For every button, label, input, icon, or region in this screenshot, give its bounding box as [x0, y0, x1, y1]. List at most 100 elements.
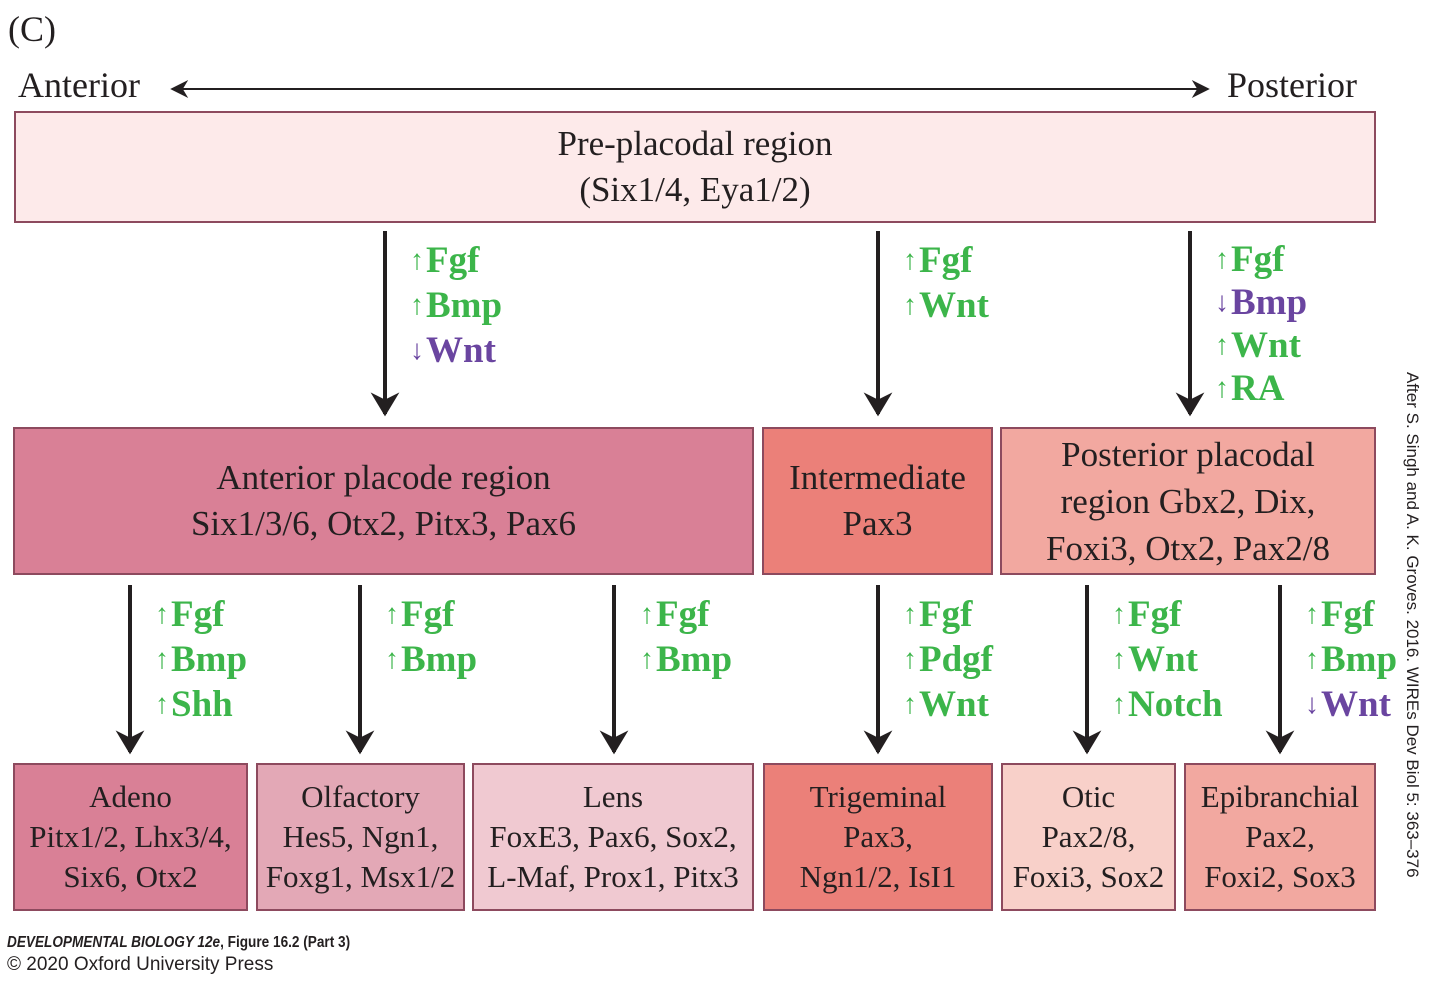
- signal-name: Fgf: [1128, 594, 1182, 635]
- signal-name: Fgf: [1231, 239, 1285, 280]
- box-anterior: Anterior placode region Six1/3/6, Otx2, …: [13, 427, 754, 575]
- panel-label: (C): [8, 9, 56, 49]
- up-arrow-icon: ↑: [1112, 599, 1126, 630]
- box-title: Olfactory: [301, 779, 420, 814]
- signal-fgf: ↑Fgf: [640, 592, 732, 637]
- up-arrow-icon: ↑: [385, 599, 399, 630]
- signal-bmp: ↑Bmp: [1305, 637, 1397, 682]
- signal-name: Bmp: [656, 639, 733, 680]
- signal-wnt: ↑Wnt: [1215, 324, 1307, 367]
- signal-name: Bmp: [426, 285, 503, 326]
- signal-ra: ↑RA: [1215, 367, 1307, 410]
- signal-name: Bmp: [401, 639, 478, 680]
- signal-name: Fgf: [1321, 594, 1375, 635]
- attribution: After S. Singh and A. K. Groves. 2016. W…: [1403, 372, 1422, 878]
- down-arrow-icon: ↓: [1305, 689, 1319, 720]
- box-line: Six6, Otx2: [63, 859, 198, 894]
- signal-name: Wnt: [1128, 639, 1198, 680]
- box-intermediate: Intermediate Pax3: [762, 427, 993, 575]
- signal-wnt: ↑Wnt: [1112, 637, 1223, 682]
- box-adeno: Adeno Pitx1/2, Lhx3/4, Six6, Otx2: [13, 763, 248, 911]
- signal-bmp: ↓Bmp: [1215, 281, 1307, 324]
- signal-name: Fgf: [401, 594, 455, 635]
- box-genes: Pax3: [842, 504, 913, 543]
- box-genes: (Six1/4, Eya1/2): [579, 170, 811, 209]
- box-line: Pitx1/2, Lhx3/4,: [29, 819, 232, 854]
- box-title: Otic: [1061, 779, 1116, 814]
- signals-to-otic: ↑Fgf↑Wnt↑Notch: [1112, 592, 1223, 727]
- signal-name: Fgf: [426, 240, 480, 281]
- signal-bmp: ↑Bmp: [155, 637, 247, 682]
- signals-to-lens: ↑Fgf↑Bmp: [640, 592, 732, 682]
- up-arrow-icon: ↑: [1215, 330, 1229, 361]
- signal-fgf: ↑Fgf: [410, 238, 502, 283]
- signal-name: Bmp: [1231, 282, 1308, 323]
- signals-to-intermediate: ↑Fgf↑Wnt: [903, 238, 989, 328]
- box-line: Pax2,: [1245, 819, 1315, 854]
- box-line: Foxg1, Msx1/2: [265, 859, 456, 894]
- signal-name: Shh: [171, 684, 233, 725]
- box-line: Hes5, Ngn1,: [282, 819, 439, 854]
- box-title: Adeno: [89, 779, 172, 814]
- box-line: L-Maf, Prox1, Pitx3: [487, 859, 739, 894]
- box-preplacodal: Pre-placodal region (Six1/4, Eya1/2): [14, 111, 1376, 223]
- up-arrow-icon: ↑: [903, 245, 917, 276]
- signal-name: Fgf: [171, 594, 225, 635]
- up-arrow-icon: ↑: [903, 644, 917, 675]
- signal-fgf: ↑Fgf: [385, 592, 477, 637]
- signal-bmp: ↑Bmp: [640, 637, 732, 682]
- box-line: Foxi2, Sox3: [1204, 859, 1356, 894]
- up-arrow-icon: ↑: [155, 644, 169, 675]
- box-epibranchial: Epibranchial Pax2, Foxi2, Sox3: [1184, 763, 1376, 911]
- signal-name: Notch: [1128, 684, 1223, 725]
- signals-to-posterior: ↑Fgf↓Bmp↑Wnt↑RA: [1215, 238, 1307, 410]
- signal-fgf: ↑Fgf: [903, 592, 993, 637]
- up-arrow-icon: ↑: [155, 599, 169, 630]
- signals-to-adeno: ↑Fgf↑Bmp↑Shh: [155, 592, 247, 727]
- up-arrow-icon: ↑: [640, 644, 654, 675]
- signals-to-anterior: ↑Fgf↑Bmp↓Wnt: [410, 238, 502, 373]
- box-line: Pax3,: [843, 819, 913, 854]
- up-arrow-icon: ↑: [1305, 599, 1319, 630]
- box-title: Pre-placodal region: [557, 124, 833, 163]
- box-otic: Otic Pax2/8, Foxi3, Sox2: [1001, 763, 1176, 911]
- footer: DEVELOPMENTAL BIOLOGY 12e, Figure 16.2 (…: [7, 934, 411, 976]
- box-title: Lens: [582, 779, 644, 814]
- signals-to-epibranchial: ↑Fgf↑Bmp↓Wnt: [1305, 592, 1397, 727]
- box-line: region Gbx2, Dix,: [1060, 481, 1316, 521]
- signals-to-olfactory: ↑Fgf↑Bmp: [385, 592, 477, 682]
- box-posterior: Posterior placodal region Gbx2, Dix, Fox…: [1000, 427, 1376, 575]
- signal-name: Wnt: [919, 684, 989, 725]
- signal-fgf: ↑Fgf: [903, 238, 989, 283]
- up-arrow-icon: ↑: [903, 599, 917, 630]
- box-title: Intermediate: [789, 458, 966, 497]
- signal-name: RA: [1231, 368, 1285, 409]
- up-arrow-icon: ↑: [640, 599, 654, 630]
- box-title: Epibranchial: [1200, 779, 1360, 814]
- signal-notch: ↑Notch: [1112, 682, 1223, 727]
- signals-to-trigeminal: ↑Fgf↑Pdgf↑Wnt: [903, 592, 993, 727]
- axis-label-posterior: Posterior: [1227, 65, 1357, 105]
- up-arrow-icon: ↑: [903, 689, 917, 720]
- signal-fgf: ↑Fgf: [1305, 592, 1397, 637]
- box-line: Foxi3, Sox2: [1012, 859, 1165, 894]
- signal-name: Wnt: [1231, 325, 1301, 366]
- signal-name: Bmp: [1321, 639, 1398, 680]
- signal-shh: ↑Shh: [155, 682, 247, 727]
- signal-wnt: ↓Wnt: [1305, 682, 1397, 727]
- down-arrow-icon: ↓: [410, 335, 424, 366]
- down-arrow-icon: ↓: [1215, 287, 1229, 318]
- box-line: Posterior placodal: [1061, 434, 1315, 474]
- footer-figure: , Figure 16.2 (Part 3): [220, 934, 351, 951]
- box-line: Pax2/8,: [1041, 819, 1136, 854]
- up-arrow-icon: ↑: [903, 290, 917, 321]
- up-arrow-icon: ↑: [1215, 244, 1229, 275]
- signal-pdgf: ↑Pdgf: [903, 637, 993, 682]
- up-arrow-icon: ↑: [385, 644, 399, 675]
- box-title: Anterior placode region: [216, 458, 551, 497]
- box-trigeminal: Trigeminal Pax3, Ngn1/2, IsI1: [763, 763, 993, 911]
- signal-name: Wnt: [426, 330, 496, 371]
- up-arrow-icon: ↑: [1305, 644, 1319, 675]
- signal-name: Bmp: [171, 639, 248, 680]
- box-line: Foxi3, Otx2, Pax2/8: [1046, 528, 1330, 568]
